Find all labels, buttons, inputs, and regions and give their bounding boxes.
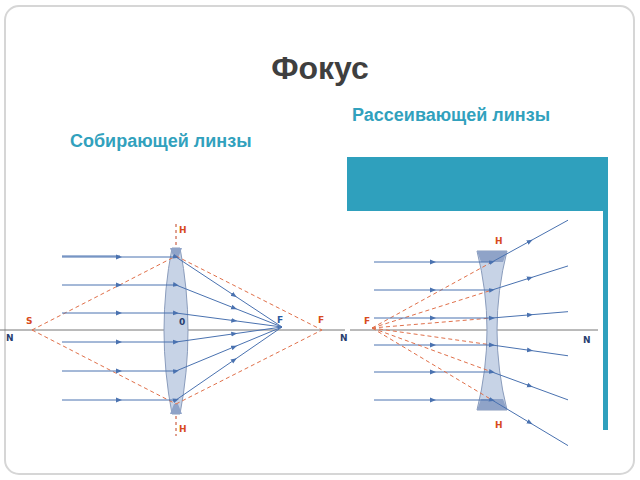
light-ray [374,312,568,318]
light-ray [374,372,568,400]
point-label: H [495,420,503,430]
construction-line [32,330,176,404]
panel-gap [352,211,603,214]
converging-lens [164,248,188,414]
light-ray [374,266,568,290]
teal-panel [347,157,607,211]
subheading: Собирающей линзы [70,130,330,152]
construction-line [372,290,492,328]
construction-line [372,318,492,328]
point-label: H [179,424,187,434]
slide-title: Фокус [0,50,640,87]
subheading: Рассеивающей линзы [352,104,552,126]
construction-line [176,256,322,330]
light-ray [374,400,568,446]
teal-bar [603,157,608,430]
point-label: F [364,316,370,326]
lens-rim [477,251,507,410]
light-ray [62,285,282,327]
point-label: F [318,315,324,325]
point-label: H [495,236,503,246]
diverging-lens [477,251,507,410]
lens-rim [170,248,182,414]
point-label: H [179,225,187,235]
light-ray [62,257,282,327]
light-ray [62,327,282,342]
light-ray [374,220,568,262]
construction-line [372,328,492,372]
ray-group [32,220,568,445]
light-ray [62,327,282,371]
light-ray [62,256,120,257]
construction-line [32,256,176,330]
construction-line [372,328,492,345]
axis-label: N [583,335,591,345]
point-label: F [277,315,283,325]
point-label: S [26,316,32,326]
light-ray [62,313,282,327]
light-ray [62,327,282,400]
axis-label: N [340,333,348,343]
axis-label: N [6,333,14,343]
point-label: 0 [179,317,185,327]
construction-line [372,328,492,400]
